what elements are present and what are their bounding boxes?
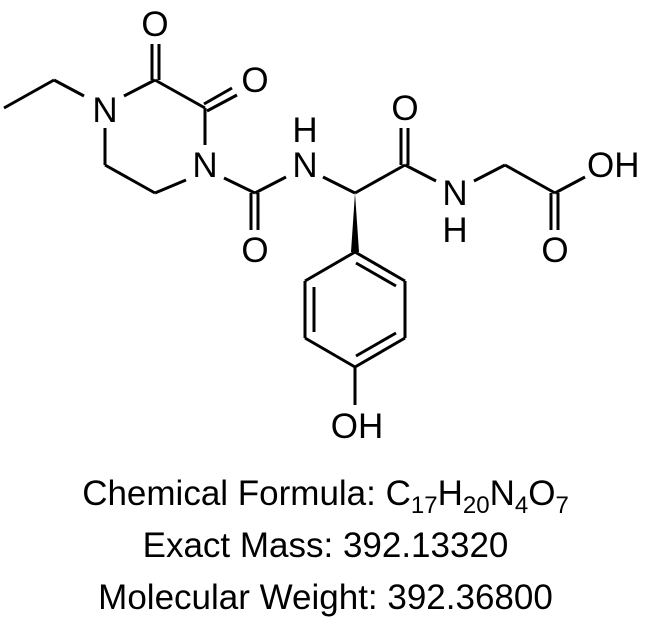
- formula-h-count: 20: [462, 492, 490, 519]
- atom-nh-urea-n: N: [292, 146, 317, 185]
- mw-value: 392.36800: [387, 578, 553, 617]
- atom-nh-urea-h: H: [292, 111, 317, 150]
- formula-n: N: [489, 474, 515, 513]
- atom-o-acid: O: [541, 231, 568, 270]
- atom-oh-phenol: OH: [331, 407, 384, 446]
- atom-n4: N: [92, 91, 117, 130]
- molecule-structure: N O O N O N H O N H OH O OH: [3, 5, 640, 446]
- exact-mass-value: 392.13320: [342, 526, 509, 565]
- atom-oh-acid: OH: [587, 146, 640, 185]
- atom-nh-amide-n: N: [442, 174, 467, 213]
- formula-h: H: [437, 474, 463, 513]
- peptide-backbone: [322, 128, 586, 252]
- urea-linkage: [223, 175, 287, 230]
- formula-label: Chemical Formula:: [82, 474, 386, 513]
- exact-mass: Exact Mass: 392.13320: [0, 526, 651, 566]
- ethyl-group: [3, 78, 85, 110]
- atom-o-amide: O: [391, 89, 418, 128]
- mw-label: Molecular Weight:: [98, 578, 388, 617]
- atom-n1: N: [192, 146, 217, 185]
- phenol-ring: [303, 250, 407, 405]
- formula-c-count: 17: [410, 492, 438, 519]
- formula-o-count: 7: [555, 492, 569, 519]
- chemical-formula: Chemical Formula: C17H20N4O7: [0, 474, 651, 518]
- stereo-wedge: [351, 193, 359, 252]
- exact-mass-label: Exact Mass:: [142, 526, 343, 565]
- formula-n-count: 4: [514, 492, 529, 519]
- formula-c: C: [385, 474, 411, 513]
- atom-nh-amide-h: H: [442, 211, 467, 250]
- dioxopiperazine-ring: [103, 44, 238, 195]
- formula-o: O: [528, 474, 556, 513]
- molecular-weight: Molecular Weight: 392.36800: [0, 578, 651, 618]
- atom-o-urea: O: [241, 231, 268, 270]
- atom-o-c2: O: [241, 61, 268, 100]
- atom-o-c3: O: [141, 5, 168, 44]
